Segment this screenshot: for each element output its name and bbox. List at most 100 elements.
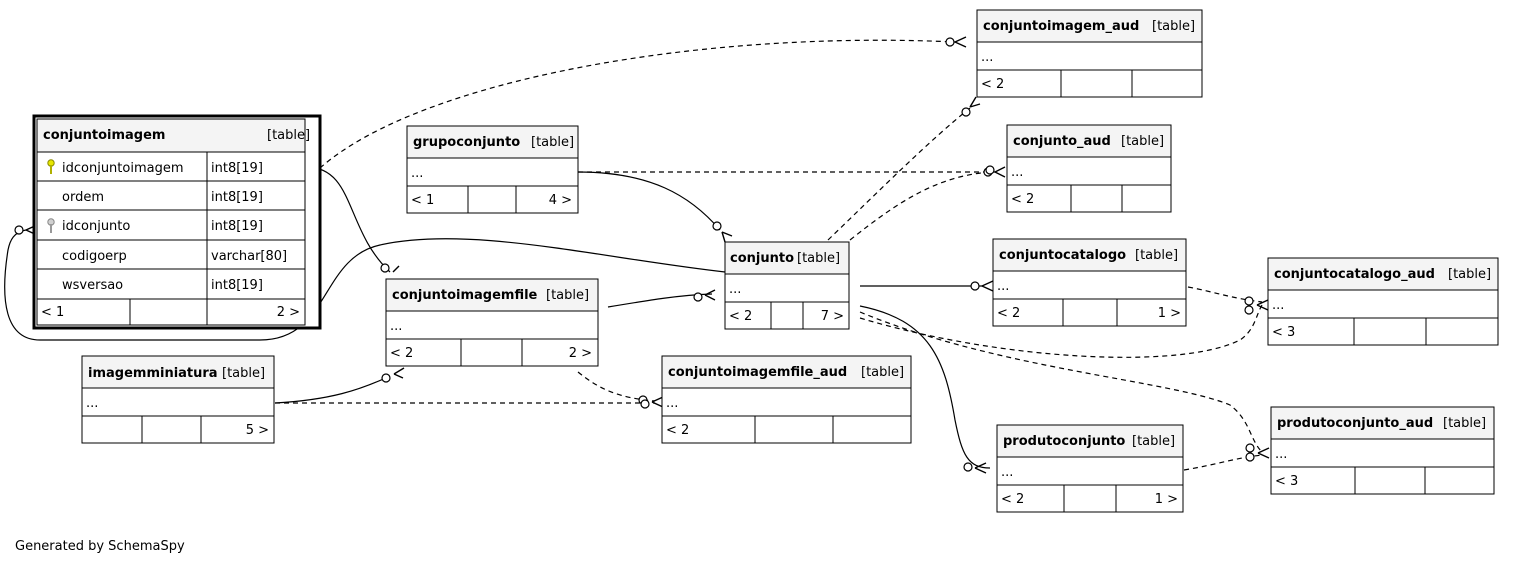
table-title: conjuntoimagemfile_aud bbox=[668, 365, 847, 380]
table-title: produtoconjunto_aud bbox=[1277, 416, 1433, 431]
table-imagemminiatura[interactable]: imagemminiatura [table] ... 5 > bbox=[81, 355, 275, 444]
table-conjuntocatalogo-aud[interactable]: conjuntocatalogo_aud [table] ... < 3 bbox=[1267, 257, 1499, 346]
column-name: wsversao bbox=[62, 278, 123, 293]
table-conjuntoimagemfile[interactable]: conjuntoimagemfile [table] ... < 2 2 > bbox=[385, 278, 599, 367]
table-title: conjuntoimagem_aud bbox=[983, 19, 1139, 34]
table-title: conjuntoimagemfile bbox=[392, 288, 538, 303]
parents-count: < 2 bbox=[390, 346, 413, 361]
zero-marker bbox=[945, 37, 955, 47]
crowfoot-marker bbox=[981, 280, 994, 292]
column-type: int8[19] bbox=[211, 219, 263, 234]
relation-conjunto-produtoconjunto-aud bbox=[859, 311, 1263, 453]
table-title: conjuntocatalogo_aud bbox=[1274, 267, 1435, 282]
relation-conjuntoimagem-conjuntoimagem-aud bbox=[319, 39, 956, 169]
zero-marker bbox=[970, 281, 980, 291]
parents-count: < 2 bbox=[997, 306, 1020, 321]
table-body: ... bbox=[411, 166, 423, 181]
zero-marker bbox=[963, 462, 973, 472]
table-conjuntoimagem-aud[interactable]: conjuntoimagem_aud [table] ... < 2 bbox=[976, 9, 1203, 98]
crowfoot-marker bbox=[994, 166, 1006, 178]
parents-count: < 2 bbox=[1001, 492, 1024, 507]
parents-count: < 1 bbox=[41, 305, 64, 320]
table-title: produtoconjunto bbox=[1003, 434, 1125, 449]
column-name: ordem bbox=[62, 190, 104, 205]
table-body: ... bbox=[997, 279, 1009, 294]
table-tag: [table] bbox=[1132, 434, 1175, 449]
crowfoot-marker bbox=[969, 96, 981, 108]
crowfoot-marker bbox=[1257, 447, 1270, 459]
zero-marker bbox=[1245, 443, 1255, 453]
zero-marker bbox=[381, 373, 391, 383]
relation-conjunto-conjuntoimagem-aud bbox=[827, 107, 971, 241]
crowfoot-marker bbox=[393, 367, 405, 379]
children-count: 1 > bbox=[1158, 306, 1181, 321]
table-body: ... bbox=[86, 396, 98, 411]
zero-marker bbox=[14, 225, 24, 235]
table-tag: [table] bbox=[222, 366, 265, 381]
table-body: ... bbox=[1275, 447, 1287, 462]
column-type: int8[19] bbox=[211, 278, 263, 293]
zero-marker bbox=[1245, 452, 1255, 462]
table-body: ... bbox=[981, 50, 993, 65]
table-tag: [table] bbox=[531, 135, 574, 150]
zero-marker bbox=[693, 292, 703, 302]
table-grupoconjunto[interactable]: grupoconjunto [table] ... < 1 4 > bbox=[406, 125, 579, 214]
column-type: int8[19] bbox=[211, 190, 263, 205]
table-conjuntoimagem[interactable]: conjuntoimagem [table] idconjuntoimagem … bbox=[32, 114, 322, 330]
zero-marker bbox=[712, 221, 722, 231]
zero-marker bbox=[961, 107, 971, 117]
children-count: 7 > bbox=[821, 309, 844, 324]
children-count: 2 > bbox=[569, 346, 592, 361]
relation-conjuntoimagemfile-conjunto bbox=[607, 293, 713, 308]
column-name: idconjuntoimagem bbox=[62, 161, 184, 176]
relation-conjunto-conjuntocatalogo-aud bbox=[859, 304, 1263, 358]
foreign-key-icon bbox=[47, 218, 55, 233]
column-name: idconjunto bbox=[62, 219, 130, 234]
zero-marker bbox=[380, 263, 390, 273]
relation-produtoconjunto-produtoconjunto-aud bbox=[1183, 454, 1263, 471]
table-conjuntoimagemfile-aud[interactable]: conjuntoimagemfile_aud [table] ... < 2 bbox=[661, 355, 912, 444]
table-conjunto[interactable]: conjunto [table] ... < 2 7 > bbox=[724, 241, 850, 330]
parents-count: < 2 bbox=[666, 423, 689, 438]
crowfoot-marker bbox=[954, 36, 967, 48]
table-title: conjunto bbox=[730, 251, 794, 266]
table-tag: [table] bbox=[797, 251, 840, 266]
table-body: ... bbox=[666, 396, 678, 411]
relation-conjunto-produtoconjunto bbox=[859, 305, 991, 469]
table-tag: [table] bbox=[861, 365, 904, 380]
parents-count: < 3 bbox=[1275, 474, 1298, 489]
zero-marker bbox=[1244, 305, 1254, 315]
table-tag: [table] bbox=[1448, 267, 1491, 282]
relation-imagemminiatura-conjuntoimagemfile bbox=[274, 375, 391, 404]
relation-conjunto-conjunto-aud bbox=[849, 171, 993, 241]
column-type: int8[19] bbox=[211, 161, 263, 176]
table-title: imagemminiatura bbox=[88, 366, 218, 381]
table-title: conjuntoimagem bbox=[43, 128, 165, 143]
children-count: 1 > bbox=[1155, 492, 1178, 507]
column-name: codigoerp bbox=[62, 249, 127, 264]
crowfoot-marker bbox=[651, 396, 664, 408]
parents-count: < 2 bbox=[1011, 192, 1034, 207]
parents-count: < 2 bbox=[729, 309, 752, 324]
table-tag: [table] bbox=[1121, 134, 1164, 149]
children-count: 4 > bbox=[549, 193, 572, 208]
table-produtoconjunto[interactable]: produtoconjunto [table] ... < 2 1 > bbox=[996, 424, 1184, 513]
table-conjunto-aud[interactable]: conjunto_aud [table] ... < 2 bbox=[1006, 124, 1172, 213]
table-produtoconjunto-aud[interactable]: produtoconjunto_aud [table] ... < 3 bbox=[1270, 406, 1495, 495]
table-tag: [table] bbox=[1443, 416, 1486, 431]
table-body: ... bbox=[390, 319, 402, 334]
table-tag: [table] bbox=[1152, 19, 1195, 34]
zero-marker bbox=[1244, 296, 1254, 306]
table-body: ... bbox=[729, 282, 741, 297]
primary-key-icon bbox=[47, 159, 55, 174]
table-tag: [table] bbox=[267, 128, 310, 143]
zero-marker bbox=[985, 165, 995, 175]
zero-marker bbox=[640, 399, 650, 409]
relation-grupoconjunto-conjunto bbox=[577, 171, 721, 231]
table-conjuntocatalogo[interactable]: conjuntocatalogo [table] ... < 2 1 > bbox=[992, 238, 1187, 327]
generated-by-label: Generated by SchemaSpy bbox=[15, 539, 185, 554]
children-count: 2 > bbox=[277, 305, 300, 320]
table-title: conjuntocatalogo bbox=[999, 248, 1126, 263]
table-title: grupoconjunto bbox=[413, 135, 520, 150]
